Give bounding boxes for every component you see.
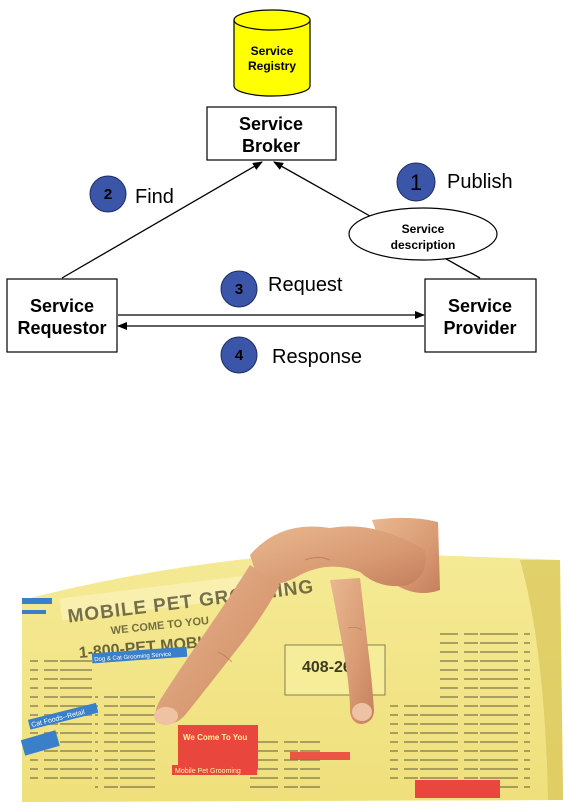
provider-label-line2: Provider [443,318,516,338]
bottom-banner-text: Mobile Pet Grooming [175,768,241,775]
promo-ad: We Come To You Mobile Pet Grooming [172,725,258,775]
ad-phone-mid: 408-26 [302,659,352,676]
side-tab2-text: Dog & Cat Grooming Service [94,652,172,663]
broker-label-line1: Service [239,114,303,134]
provider-label-line1: Service [448,296,512,316]
blue-tab [22,598,52,604]
step-2-number: 2 [104,186,112,203]
service-broker-box: Service Broker [206,106,337,161]
step-4-circle [220,336,258,374]
requestor-label-line2: Requestor [17,318,106,338]
service-requestor-box: Service Requestor [6,278,118,353]
cat-foods-tab [27,702,99,730]
walking-fingers [154,517,440,725]
step-publish: 1 Publish [396,162,513,202]
service-provider-box: Service Provider [424,278,537,353]
requestor-label-line1: Service [30,296,94,316]
description-label-line2: description [391,238,456,252]
step-2-circle [89,175,127,213]
description-label-line1: Service [402,222,445,236]
step-3-circle [220,270,258,308]
step-4-label: Response [272,346,362,368]
step-4-number: 4 [235,347,244,364]
blue-heading-bar [91,646,188,664]
step-1-number: 1 [410,170,422,195]
step-1-circle [396,162,436,202]
promo-ad-text: We Come To You [183,733,247,742]
step-request: 3 Request [220,270,343,308]
step-3-label: Request [268,274,343,296]
step-2-label: Find [135,186,174,208]
service-registry-cylinder: Service Registry [233,9,311,97]
yellow-pages-photo: MOBILE PET GROOMING WE COME TO YOU 1-800… [20,517,563,802]
find-connector [61,161,263,279]
step-1-label: Publish [447,171,513,193]
service-description-ellipse: Service description [348,207,498,261]
step-3-number: 3 [235,281,243,298]
broker-label-line2: Broker [242,136,300,156]
soa-diagram: Service Registry Service Broker Service … [6,9,537,374]
registry-label-line1: Service [251,44,294,58]
step-find: 2 Find [89,175,174,213]
registry-label-line2: Registry [248,59,296,73]
step-response: 4 Response [220,336,362,374]
